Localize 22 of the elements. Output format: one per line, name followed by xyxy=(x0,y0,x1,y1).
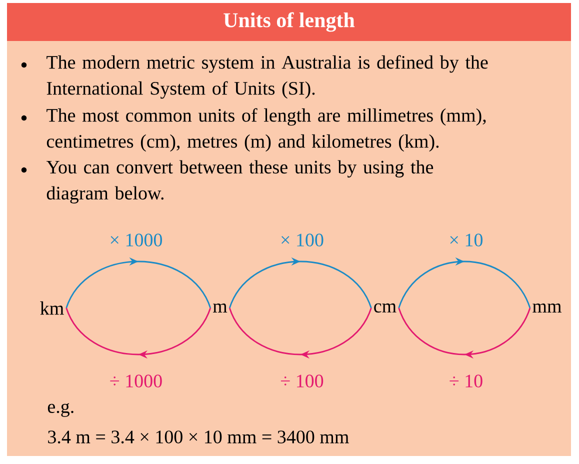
curved-arrow xyxy=(398,257,531,308)
curved-arrow xyxy=(228,308,372,359)
unit-label: m xyxy=(213,304,228,312)
unit-label: mm xyxy=(532,304,562,312)
curved-arrow xyxy=(66,308,212,359)
bullet-text: You can convert between these units by using the diagram below. xyxy=(46,160,434,204)
edge-label: ÷ 10 xyxy=(448,374,484,388)
unit-label: km xyxy=(40,301,64,315)
curved-arrow xyxy=(228,257,372,308)
curved-arrow xyxy=(66,257,212,308)
edge-label: ÷ 1000 xyxy=(108,374,164,388)
bullet-text: The most common units of length are millimetres (mm), centimetres (cm), metres (m) and kilometres (km). xyxy=(46,108,486,152)
edge-label: × 10 xyxy=(448,232,484,248)
edge-label: × 100 xyxy=(279,232,325,248)
title-banner: Units of length xyxy=(7,3,571,41)
unit-label: cm xyxy=(374,303,396,313)
example-equation: 3.4 m = 3.4 × 100 × 10 mm = 3400 mm xyxy=(48,430,349,444)
curved-arrow xyxy=(398,308,531,359)
bullet-text: The modern metric system in Australia is defined by the International System of Units (SI). xyxy=(46,55,488,99)
edge-label: × 1000 xyxy=(108,232,164,248)
example-label: e.g. xyxy=(48,403,74,417)
edge-label: ÷ 100 xyxy=(279,374,325,388)
